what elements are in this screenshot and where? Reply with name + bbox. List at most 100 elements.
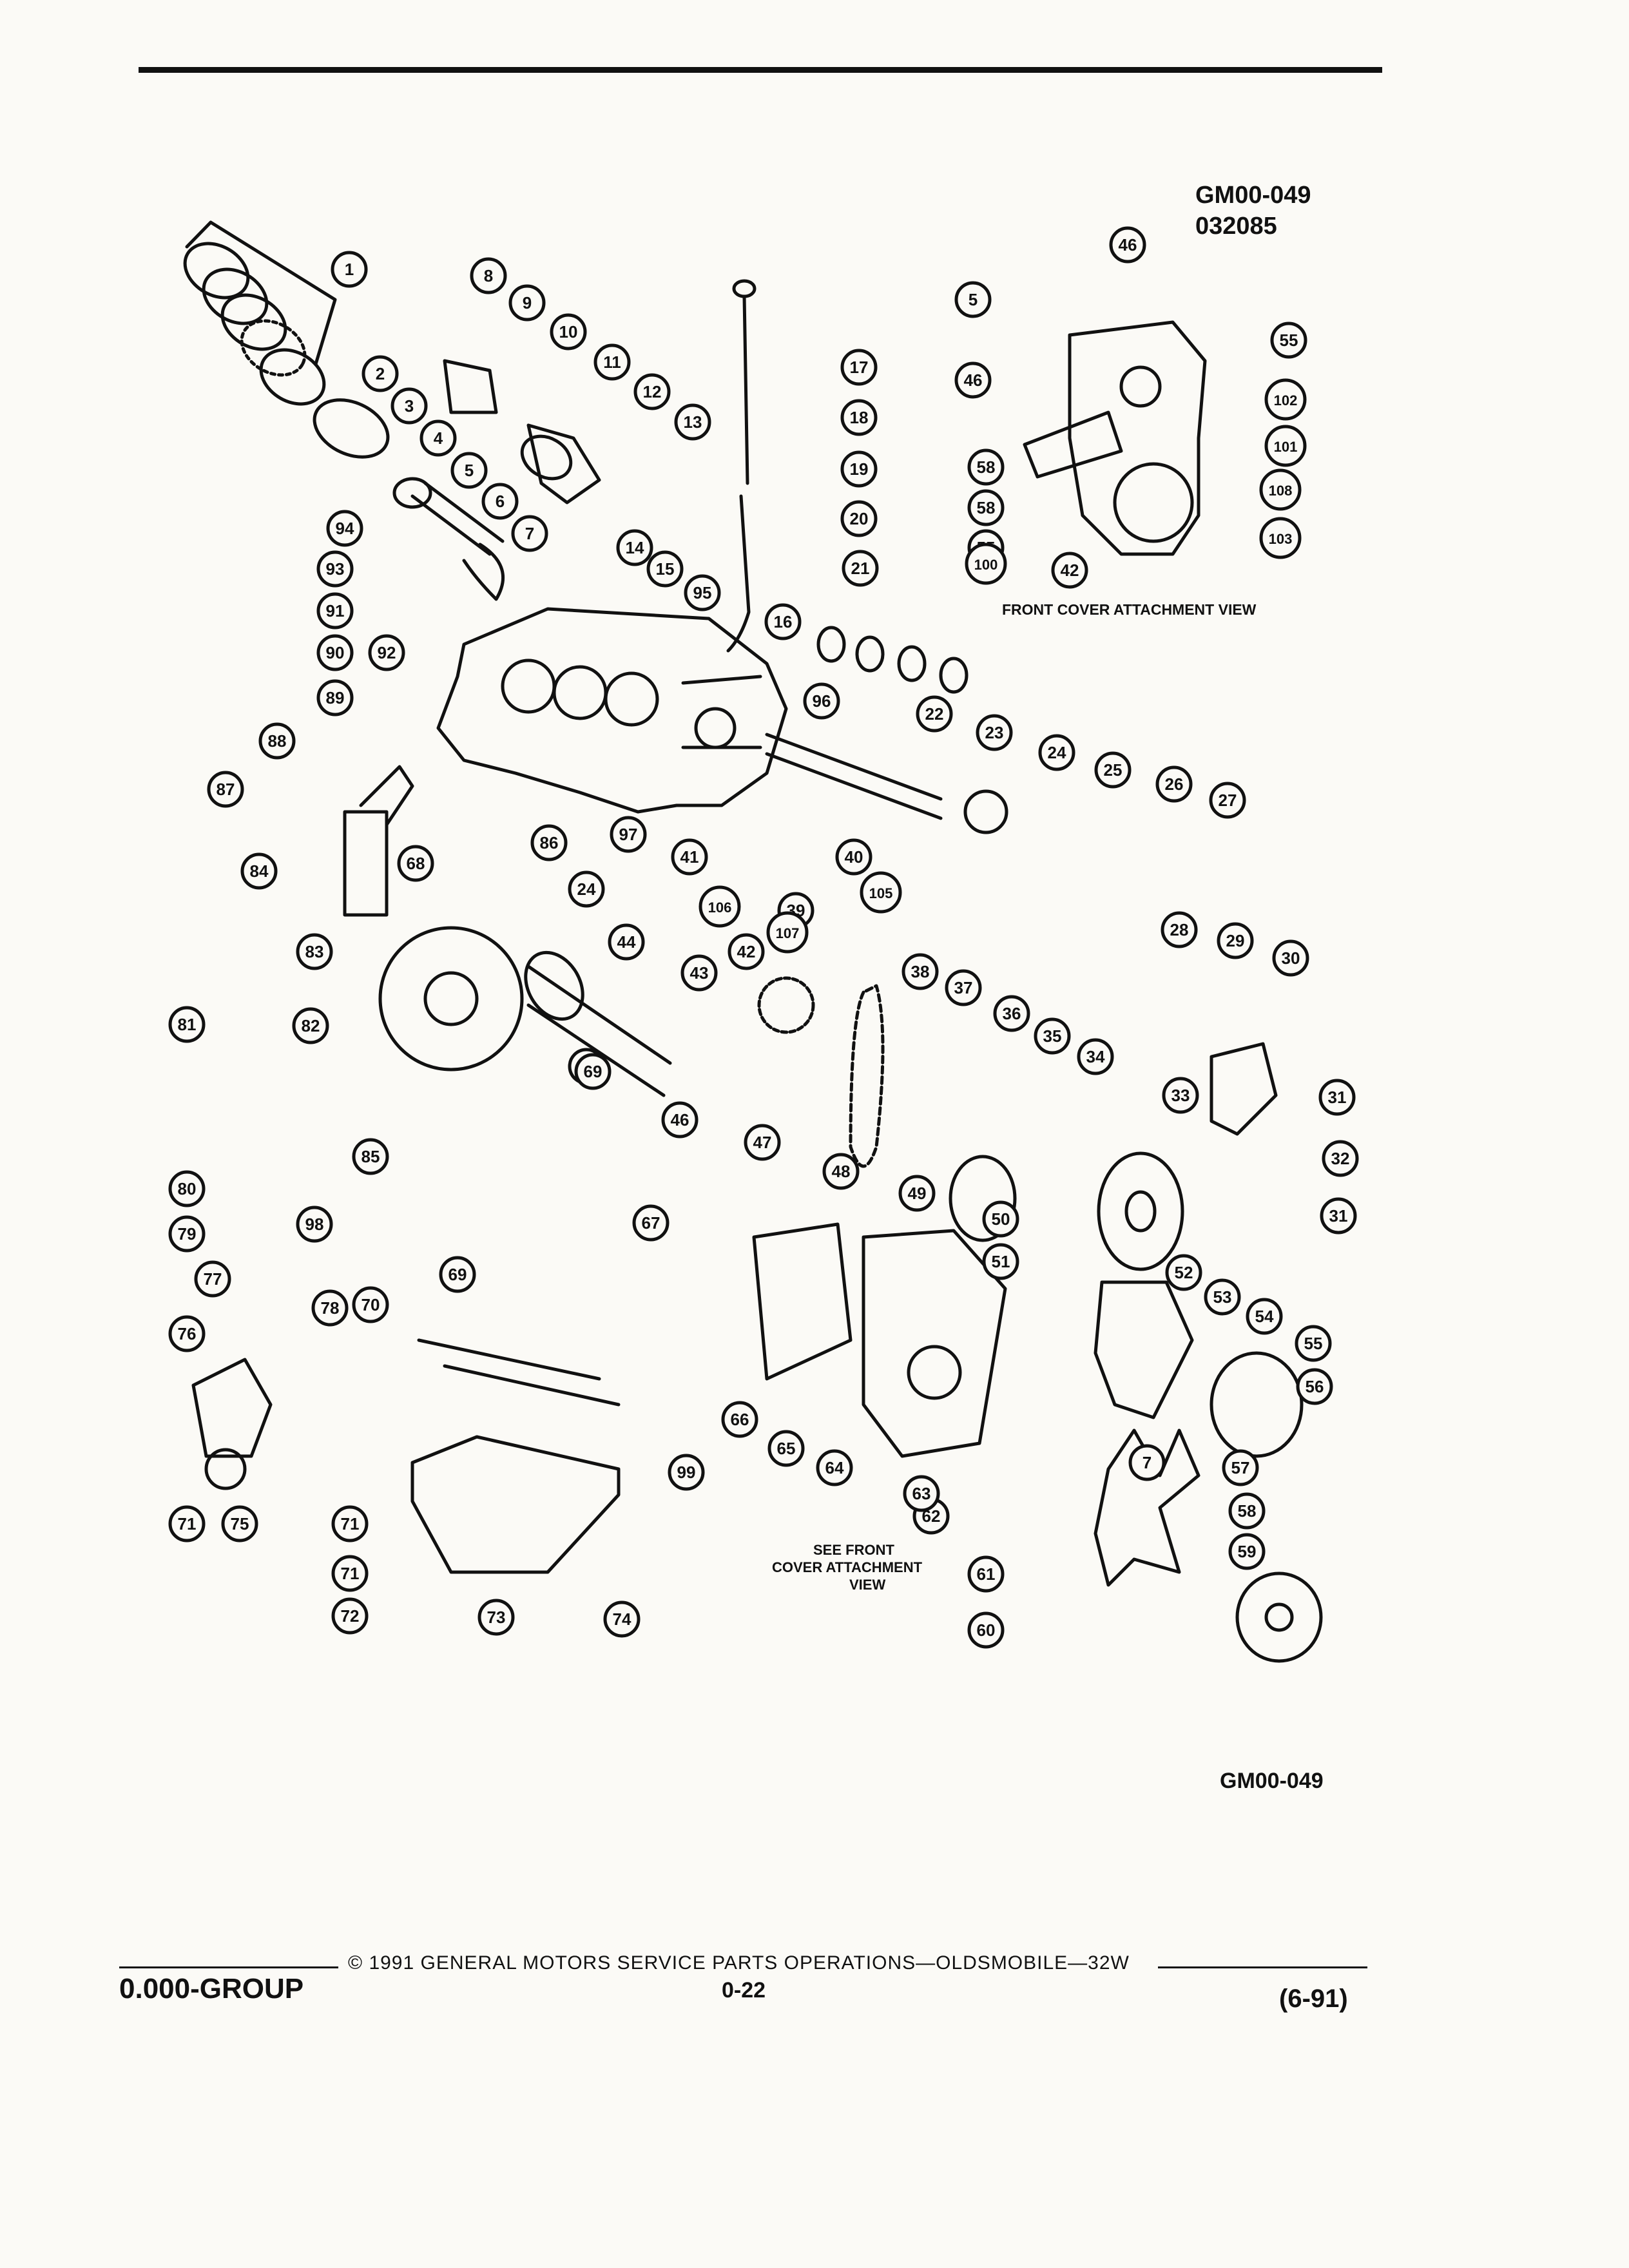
callout-number: 7	[525, 524, 534, 543]
callout-circle	[470, 257, 507, 294]
callout-circle	[168, 1170, 206, 1207]
callout-17: 17	[840, 349, 878, 386]
callout-circle	[550, 313, 587, 351]
callout-24: 24	[568, 870, 605, 908]
callout-8: 8	[470, 257, 507, 294]
oil-pan	[410, 1435, 621, 1574]
callout-46: 46	[661, 1101, 699, 1139]
callout-circle	[967, 448, 1005, 486]
callout-circle	[316, 592, 354, 629]
callout-circle	[728, 933, 765, 970]
footer-copyright: © 1991 GENERAL MOTORS SERVICE PARTS OPER…	[348, 1952, 1130, 1974]
callout-76: 76	[168, 1315, 206, 1352]
callout-number: 83	[305, 942, 324, 961]
callout-number: 75	[231, 1514, 249, 1533]
callout-103: 103	[1259, 517, 1302, 559]
callout-number: 64	[825, 1458, 844, 1477]
callout-circle	[168, 1315, 206, 1352]
callout-22: 22	[916, 695, 953, 733]
callout-81: 81	[168, 1006, 206, 1043]
callout-1: 1	[331, 251, 368, 288]
callout-circle	[450, 452, 488, 489]
callout-31: 31	[1318, 1079, 1356, 1116]
callout-60: 60	[967, 1611, 1005, 1649]
callout-number: 43	[690, 963, 709, 983]
callout-circle	[903, 1475, 940, 1512]
callout-circle	[982, 1200, 1019, 1238]
figure-date-code: 032085	[1195, 213, 1277, 240]
callout-circle	[296, 933, 333, 970]
callout-20: 20	[840, 500, 878, 537]
callout-number: 46	[671, 1110, 689, 1129]
callout-28: 28	[1161, 911, 1198, 948]
callout-99: 99	[668, 1454, 705, 1491]
callout-number: 9	[523, 293, 532, 312]
callout-number: 96	[813, 691, 831, 711]
callout-number: 35	[1043, 1026, 1062, 1046]
callout-circle	[967, 1555, 1005, 1593]
callout-circle	[1259, 517, 1302, 559]
callout-71: 71	[168, 1505, 206, 1542]
callout-circle	[530, 824, 568, 861]
callout-33: 33	[1162, 1077, 1199, 1114]
callout-circle	[1320, 1197, 1357, 1235]
callout-40: 40	[835, 838, 872, 876]
callout-circle	[982, 1243, 1019, 1280]
callout-11: 11	[593, 343, 631, 381]
callout-number: 89	[326, 688, 345, 707]
callout-50: 50	[982, 1200, 1019, 1238]
callout-number: 15	[656, 559, 675, 579]
callout-circle	[1272, 939, 1309, 977]
callout-number: 108	[1269, 483, 1293, 499]
callout-circle	[1296, 1368, 1333, 1405]
callout-87: 87	[207, 771, 244, 808]
callout-number: 71	[341, 1564, 360, 1583]
crankshaft	[526, 965, 672, 1097]
callout-number: 44	[617, 932, 636, 952]
callout-number: 51	[992, 1252, 1010, 1271]
callout-68: 68	[397, 845, 434, 882]
callout-circle	[397, 845, 434, 882]
callout-circle	[593, 343, 631, 381]
callout-circle	[352, 1138, 389, 1175]
callout-24: 24	[1038, 734, 1075, 771]
callout-number: 5	[465, 461, 474, 480]
callout-circle	[633, 373, 671, 410]
callout-number: 20	[850, 509, 869, 528]
callout-number: 22	[925, 704, 944, 724]
engine-block	[436, 607, 788, 814]
callout-number: 8	[484, 266, 493, 285]
callout-circle	[916, 695, 953, 733]
callout-circle	[368, 634, 405, 671]
callout-48: 48	[822, 1153, 860, 1190]
callout-circle	[608, 923, 645, 961]
callout-number: 48	[832, 1162, 851, 1181]
callout-circle	[221, 1505, 258, 1542]
callout-number: 69	[584, 1062, 602, 1081]
callout-101: 101	[1264, 425, 1307, 467]
see-note-line1: SEE FRONT	[813, 1542, 894, 1558]
water-pump	[1094, 1280, 1194, 1419]
callout-number: 49	[908, 1184, 927, 1203]
callout-7: 7	[1128, 1444, 1166, 1481]
callout-circle	[1270, 322, 1307, 359]
callout-number: 57	[1231, 1458, 1250, 1477]
callout-number: 41	[680, 847, 699, 867]
callout-92: 92	[368, 634, 405, 671]
callout-number: 92	[378, 643, 396, 662]
footer-left-rule	[119, 1966, 338, 1968]
callout-number: 42	[737, 942, 756, 961]
callout-number: 11	[603, 352, 621, 372]
callout-circle	[477, 1599, 515, 1636]
callout-86: 86	[530, 824, 568, 861]
callout-circle	[316, 679, 354, 716]
timing-chain	[849, 984, 885, 1168]
callout-circle	[954, 281, 992, 318]
callout-circle	[945, 969, 982, 1006]
callout-circle	[1222, 1449, 1259, 1486]
callout-27: 27	[1209, 782, 1246, 819]
callout-44: 44	[608, 923, 645, 961]
callout-circle	[568, 870, 605, 908]
callout-number: 88	[268, 731, 287, 751]
callout-84: 84	[240, 852, 278, 890]
